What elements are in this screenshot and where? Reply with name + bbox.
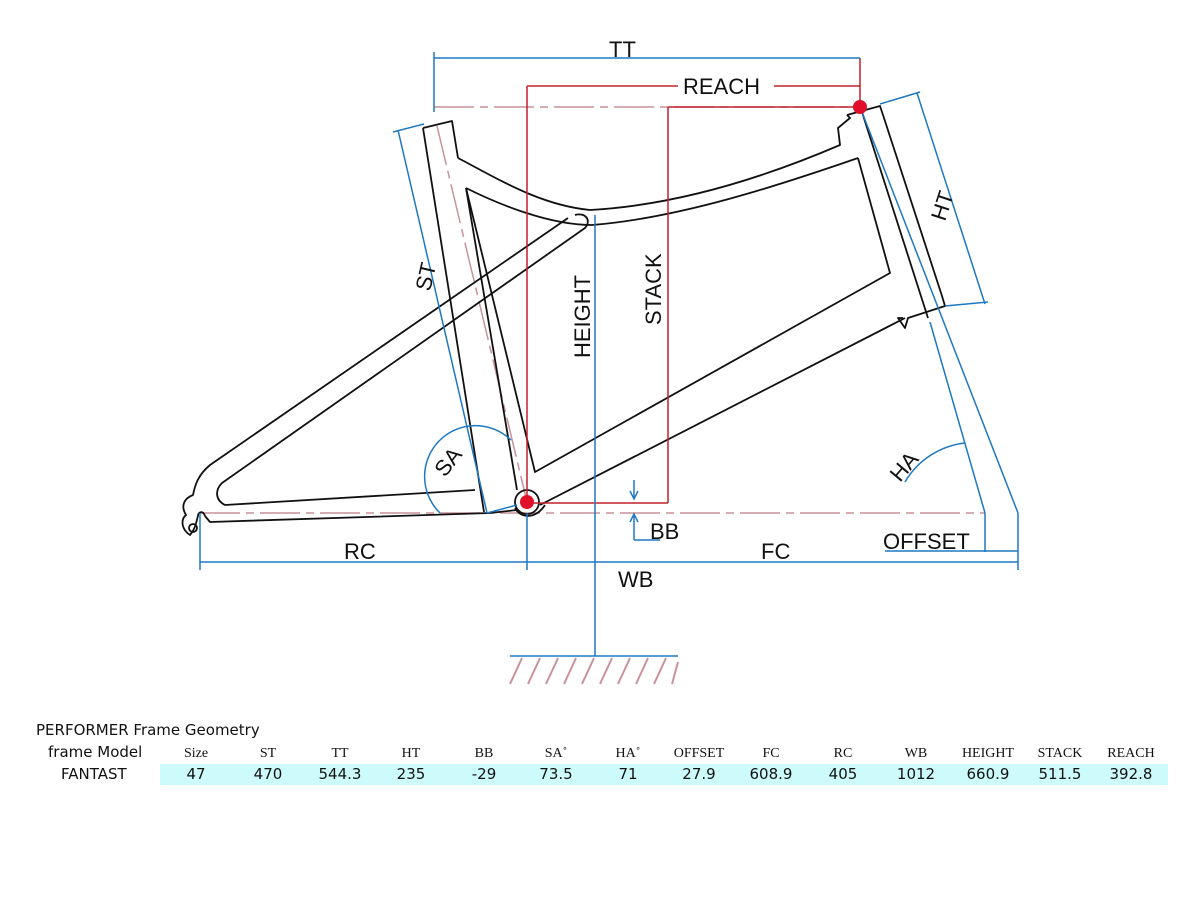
column-header: BB [474, 746, 494, 761]
reach-stack-lines [526, 58, 861, 504]
model-name: FANTAST [61, 765, 127, 783]
column-header: Size [183, 746, 209, 761]
table-cell: 73.5 [539, 765, 573, 783]
table-cell: 660.9 [966, 765, 1010, 783]
label-ht: HT [926, 188, 959, 224]
head-tube-top-point [853, 100, 867, 114]
column-header: HA˚ [615, 746, 641, 761]
table-cell: 608.9 [749, 765, 793, 783]
column-header: OFFSET [673, 746, 725, 761]
table-cell: 47 [186, 765, 206, 783]
label-height: HEIGHT [570, 275, 595, 358]
table-cell: 511.5 [1038, 765, 1082, 783]
centerlines [200, 106, 985, 514]
column-header: HT [401, 746, 421, 761]
table-cell: 71 [618, 765, 638, 783]
ground-hatch [509, 657, 679, 685]
bb-center-point [520, 495, 534, 509]
column-header: RC [833, 746, 853, 761]
model-header: frame Model [48, 743, 143, 761]
column-header: TT [331, 746, 349, 761]
label-ha: HA [885, 446, 924, 486]
frame-geometry-diagram: TT REACH HT ST HEIGHT STACK SA HA BB RC … [181, 37, 1019, 685]
table-cell: 235 [396, 765, 426, 783]
column-header: REACH [1107, 746, 1155, 761]
label-st: ST [411, 260, 442, 293]
table-cell: 405 [828, 765, 858, 783]
column-header: STACK [1037, 746, 1083, 761]
dimension-lines [199, 52, 1019, 657]
label-wb: WB [618, 567, 653, 592]
table-cell: 1012 [896, 765, 936, 783]
label-bb: BB [650, 519, 679, 544]
column-header: WB [904, 746, 928, 761]
table-cell: 470 [253, 765, 283, 783]
column-header: ST [259, 746, 277, 761]
table-cell: 392.8 [1109, 765, 1153, 783]
table-cell: 27.9 [682, 765, 716, 783]
bike-frame [181, 105, 946, 536]
values-row-background [160, 764, 1168, 785]
table-cell: 544.3 [318, 765, 362, 783]
label-rc: RC [344, 539, 376, 564]
label-tt: TT [609, 37, 636, 62]
label-reach: REACH [683, 74, 760, 99]
column-header: HEIGHT [961, 746, 1015, 761]
label-stack: STACK [641, 253, 666, 325]
label-sa: SA [429, 442, 467, 481]
table-cell: -29 [471, 765, 497, 783]
column-header: FC [762, 746, 780, 761]
label-offset: OFFSET [883, 529, 970, 554]
table-title: PERFORMER Frame Geometry [36, 721, 260, 739]
label-fc: FC [761, 539, 790, 564]
column-header: SA˚ [544, 746, 568, 761]
